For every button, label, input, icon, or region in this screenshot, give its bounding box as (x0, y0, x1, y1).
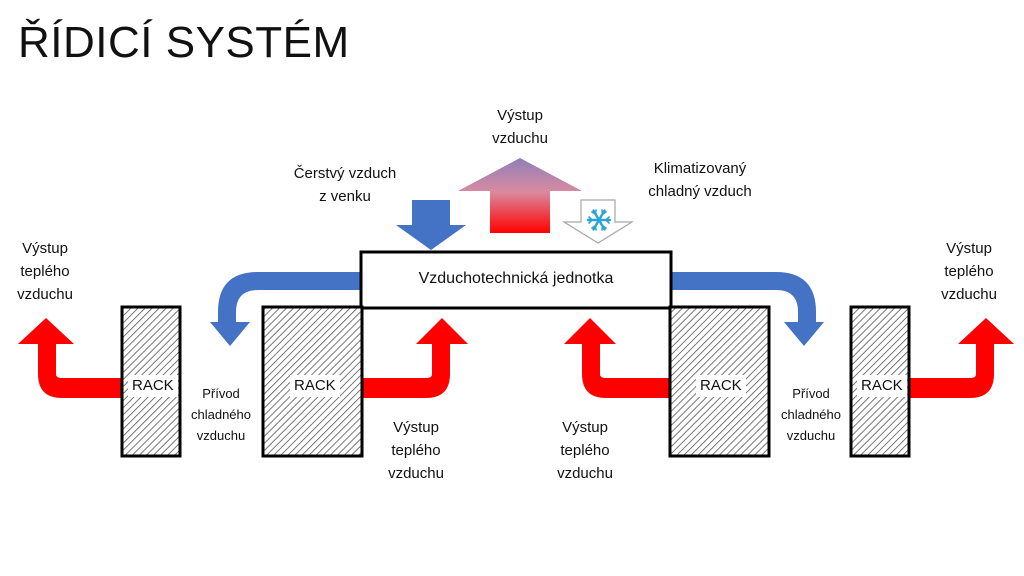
cold-supply-arrow-left (210, 272, 362, 346)
warm-out-center-right-label: Výstup teplého vzduchu (557, 419, 613, 482)
rack-3-label: RACK (696, 375, 746, 397)
rack-4-label: RACK (857, 375, 907, 397)
conditioned-air-label: Klimatizovaný chladný vzduch (648, 160, 752, 200)
air-handling-unit-label: Vzduchotechnická jednotka (418, 270, 614, 287)
exhaust-arrow (458, 158, 582, 233)
page-title: ŘÍDICÍ SYSTÉM (18, 18, 350, 67)
rack-1-label: RACK (128, 375, 178, 397)
warm-out-far-right-label: Výstup teplého vzduchu (941, 240, 997, 303)
rack-2-label: RACK (290, 375, 340, 397)
fresh-air-arrow (396, 200, 466, 250)
exhaust-air-label: Výstup vzduchu (492, 107, 548, 147)
air-handling-unit (359, 250, 673, 310)
warm-exhaust-arrow-center-left (362, 318, 468, 398)
warm-out-center-left-label: Výstup teplého vzduchu (388, 419, 444, 482)
fresh-air-label: Čerstvý vzduch z venku (293, 165, 397, 205)
cold-supply-arrow-right (670, 272, 824, 346)
warm-exhaust-arrow-center-right (564, 318, 670, 398)
cold-supply-right-label: Přívod chladného vzduchu (781, 386, 841, 443)
snowflake-icon (586, 209, 612, 231)
warm-out-far-left-label: Výstup teplého vzduchu (17, 240, 73, 303)
warm-exhaust-arrow-far-left (18, 318, 122, 398)
cold-supply-left-label: Přívod chladného vzduchu (191, 386, 251, 443)
warm-exhaust-arrow-far-right (910, 318, 1014, 398)
